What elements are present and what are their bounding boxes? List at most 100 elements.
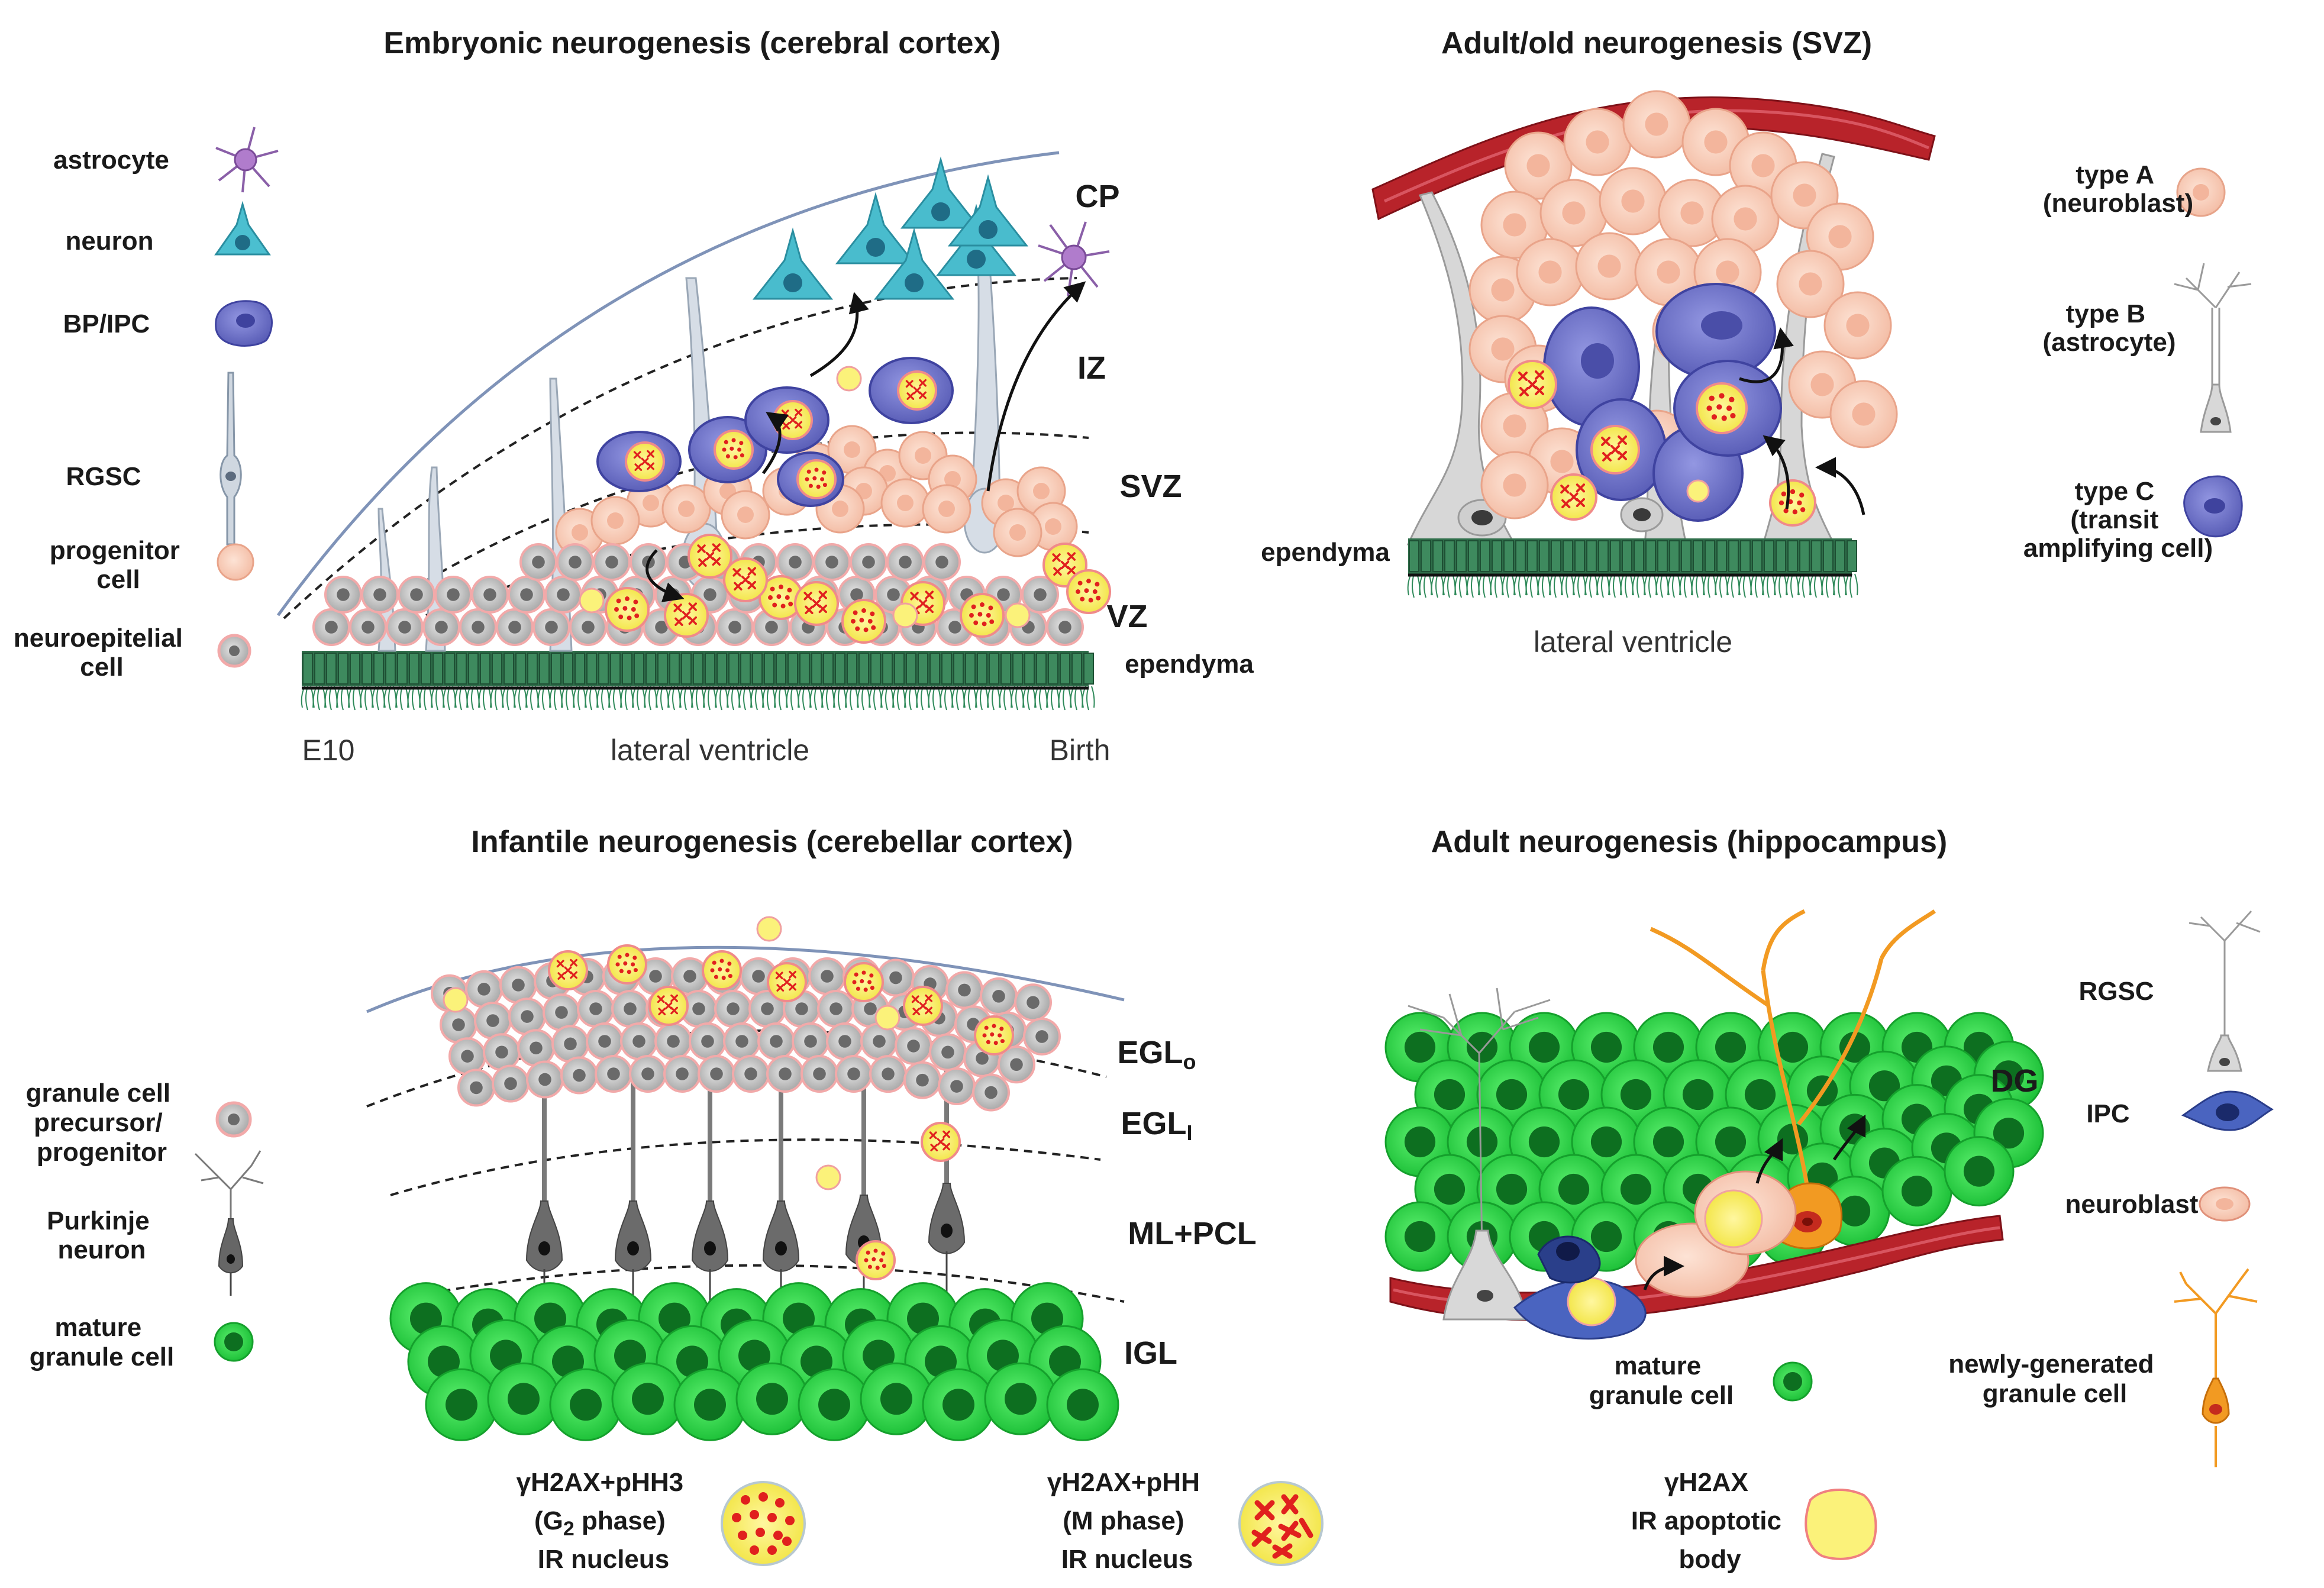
embryonic-title: Embryonic neurogenesis (cerebral cortex): [383, 26, 1000, 60]
neuroepithelial-cell: [496, 608, 534, 646]
g2-nucleus: [796, 459, 837, 499]
m-nucleus: [794, 581, 839, 626]
neuroepithelial-cell: [766, 1055, 804, 1093]
neuroepithelial-cell: [398, 576, 435, 614]
neuroepithelial-cell: [465, 970, 503, 1008]
cp-boundary: [283, 277, 1077, 619]
progenitor-cell: [1622, 90, 1691, 159]
m-nucleus: [767, 962, 807, 1002]
neuroepithelial-cell: [826, 1022, 864, 1060]
embryonic-ependyma-label: ependyma: [1125, 650, 1254, 679]
birth-label: Birth: [1050, 734, 1111, 767]
legend-rgsc: RGSC: [66, 462, 141, 491]
neuroepithelial-cell: [519, 543, 557, 581]
g2-nucleus: [1696, 382, 1748, 434]
neuroepithelial-cell: [434, 576, 472, 614]
neuroepithelial-cell: [440, 1006, 477, 1044]
embryonic-panel: Embryonic neurogenesis (cerebral cortex): [14, 26, 1254, 767]
hippo-ipc-icon: [2181, 1090, 2274, 1131]
granule-cell: [860, 1362, 933, 1435]
m-nucleus: [1508, 360, 1557, 409]
neuroepithelial-cell: [593, 543, 631, 581]
cp-neuron: [947, 174, 1029, 247]
svz-ependyma-label: ependyma: [1261, 538, 1390, 567]
neuroepithelial-cell: [689, 1022, 727, 1060]
neuroepithelial-cell: [850, 543, 887, 581]
neuroepithelial-cell: [517, 1029, 555, 1067]
igl-granule-cells: [389, 1282, 1119, 1441]
hippo-rgsc: [1408, 987, 1551, 1321]
progenitor-cell: [721, 490, 770, 540]
purkinje-icon: [194, 1150, 264, 1296]
neuroepithelial-cell: [869, 1055, 907, 1093]
svz-title: Adult/old neurogenesis (SVZ): [1441, 26, 1872, 60]
m-nucleus: [921, 1122, 961, 1162]
zone-vz: VZ: [1106, 599, 1147, 634]
hippocampus-title: Adult neurogenesis (hippocampus): [1431, 825, 1948, 859]
neuroepithelial-cell: [483, 1033, 521, 1071]
apoptotic-body: [874, 1005, 900, 1031]
neuroepithelial-cell: [757, 1022, 795, 1060]
granule-cell: [673, 1368, 747, 1441]
g2-nucleus: [714, 430, 754, 470]
progenitor-cell: [1711, 185, 1780, 253]
hippo-neuroblast-icon: [2199, 1186, 2251, 1222]
granule-cell: [735, 1362, 809, 1435]
lateral-ventricle-label: lateral ventricle: [611, 734, 809, 767]
zone-igl: IGL: [1124, 1335, 1177, 1371]
neuroepithelial-cell: [929, 1033, 967, 1071]
cp-neuron: [752, 227, 834, 300]
astrocyte-icon: [215, 127, 279, 193]
legend-astrocyte: astrocyte: [53, 146, 169, 175]
marker-apoptotic-label: γH2AX IR apoptotic body: [1631, 1468, 1789, 1574]
granule-cell: [922, 1368, 995, 1441]
neuroepithelial-cell: [324, 576, 362, 614]
pial-surface: [276, 151, 1060, 617]
legend-gcp: granule cell precursor/ progenitor: [26, 1079, 178, 1167]
e10-label: E10: [302, 734, 355, 767]
legend-hippo-rgsc: RGSC: [2078, 977, 2154, 1006]
progenitor-cell: [1776, 250, 1845, 318]
neuroepithelial-cell: [474, 1002, 512, 1040]
neuroepithelial-cell: [714, 990, 752, 1028]
neuroepithelial-cell: [556, 543, 594, 581]
m-nucleus: [723, 557, 768, 602]
neuroepithelial-cell: [611, 990, 649, 1028]
apoptotic-body: [1005, 602, 1031, 628]
neuroepithelial-cell: [792, 1022, 829, 1060]
g2-nucleus: [1769, 479, 1816, 527]
g2-nucleus: [844, 962, 884, 1002]
marker-legend: γH2AX+pHH3 (G2 phase) IR nucleus γH2AX+p…: [517, 1468, 1877, 1574]
neuroepithelial-cell: [544, 576, 582, 614]
progenitor-cell: [661, 484, 711, 534]
neuroepithelial-cell: [923, 543, 961, 581]
g2-nucleus: [960, 593, 1005, 638]
m-nucleus: [1550, 473, 1597, 521]
neuroepithelial-cell: [903, 1061, 941, 1099]
neuroepithelial-cell: [817, 990, 855, 1028]
neuroepithelial-cell: [776, 543, 814, 581]
legend-type-c: type C (transit amplifying cell): [2023, 477, 2213, 563]
rgsc-icon: [220, 372, 242, 546]
gcp-icon: [215, 1101, 252, 1138]
hippocampus-panel: Adult neurogenesis (hippocampus): [1384, 825, 2274, 1467]
legend-neuroepithelial: neuroepitelial cell: [14, 624, 190, 682]
zone-cp: CP: [1075, 179, 1119, 214]
neuroepithelial-cell: [386, 608, 424, 646]
granule-cell: [549, 1368, 622, 1441]
progenitor-cell: [1480, 191, 1549, 259]
neuroepithelial-cell: [543, 993, 580, 1032]
neuroepithelial-cell: [813, 543, 851, 581]
m-nucleus: [1590, 425, 1640, 475]
neuroepithelial-cell: [508, 998, 546, 1036]
svz-type-c-cells: [1508, 283, 1816, 527]
granule-cell: [487, 1362, 560, 1435]
neuroepithelial-cell: [998, 1045, 1035, 1084]
progenitor-cell: [590, 496, 640, 546]
neuroepithelial-cell: [620, 1022, 658, 1060]
zone-dg: DG: [1991, 1063, 2039, 1099]
progenitor-cell: [1658, 179, 1726, 247]
neuroepithelial-cell: [361, 576, 399, 614]
hippo-granule-icon: [1773, 1361, 1813, 1402]
